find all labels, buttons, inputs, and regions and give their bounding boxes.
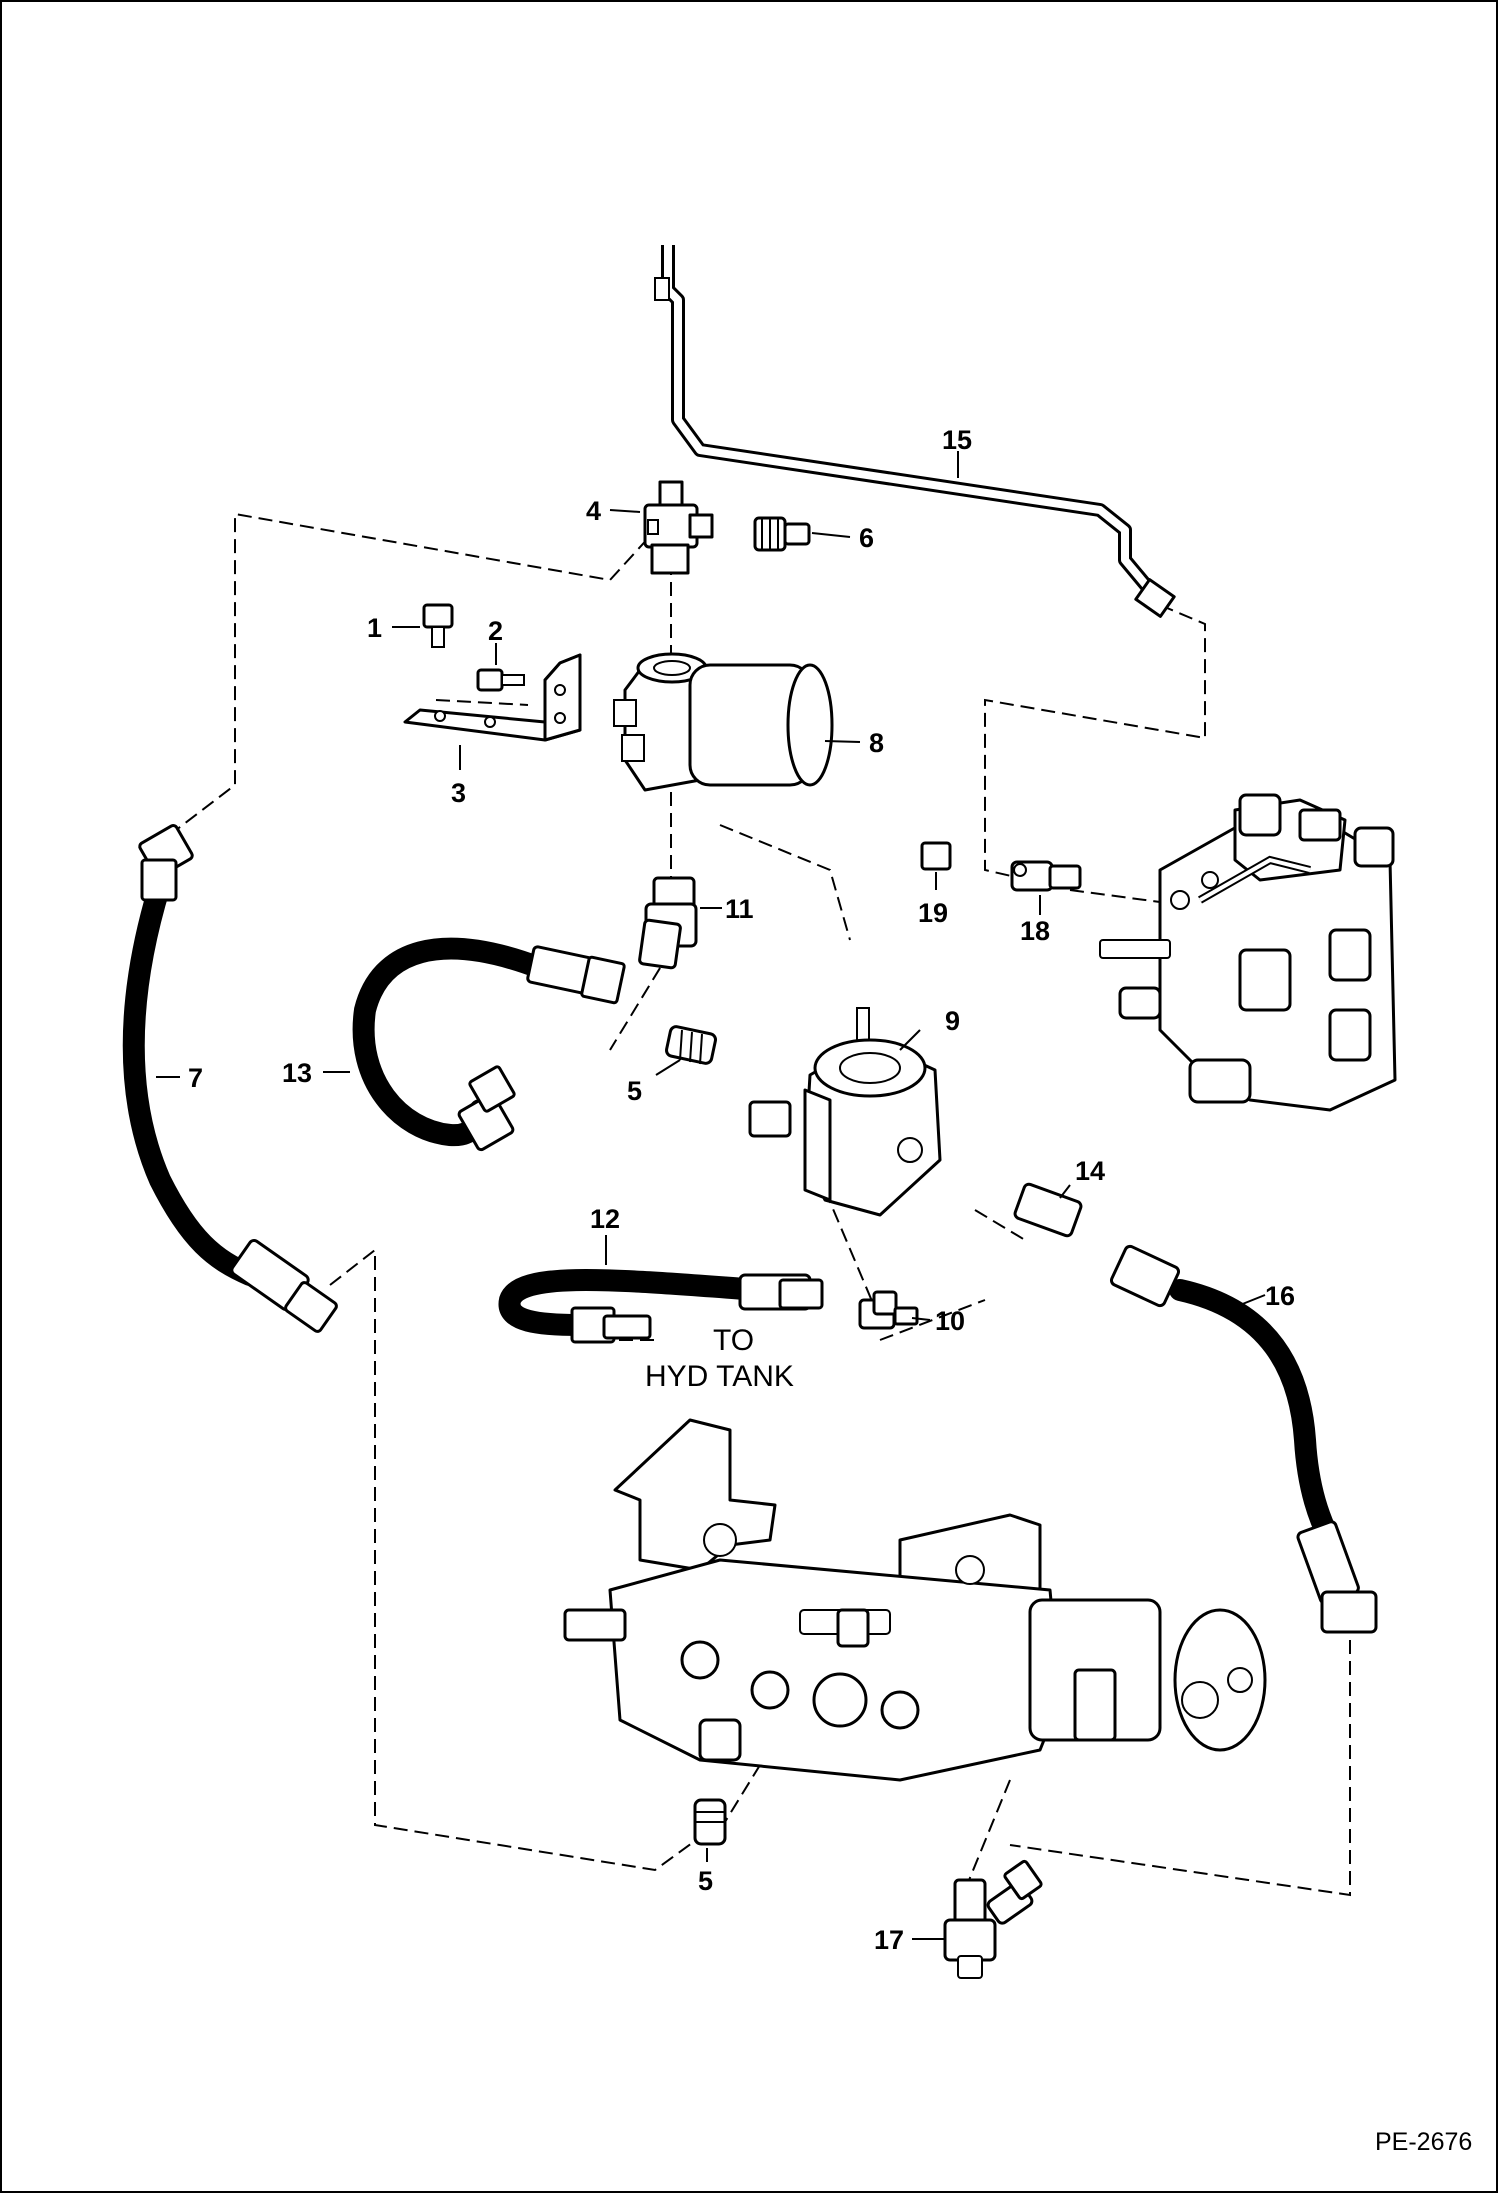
hyd-tank-note: TO HYD TANK (645, 1324, 794, 1393)
callout-5-lower: 5 (698, 1866, 713, 1896)
callout-12: 12 (590, 1204, 620, 1234)
drawing-reference: PE-2676 (1375, 2128, 1472, 2156)
hose-12 (498, 1269, 824, 1344)
screw-2 (476, 668, 525, 692)
tee-fitting-4 (643, 480, 714, 575)
callout-15: 15 (942, 425, 972, 455)
adapter-5-upper (665, 1025, 717, 1065)
note-line-1: TO (713, 1324, 754, 1357)
callout-numbers: 1 2 3 4 5 5 6 7 8 9 10 11 12 13 14 15 16… (188, 425, 1295, 1955)
elbow-fitting-11 (638, 876, 698, 970)
filter-8 (613, 652, 834, 792)
callout-2: 2 (488, 616, 503, 646)
hose-7 (122, 824, 338, 1333)
callout-17: 17 (874, 1925, 904, 1955)
callout-18: 18 (1020, 916, 1050, 946)
valve-fitting-18 (1010, 860, 1082, 892)
note-line-2: HYD TANK (645, 1360, 794, 1393)
callout-13: 13 (282, 1058, 312, 1088)
cap-19 (920, 841, 952, 871)
callout-6: 6 (859, 523, 874, 553)
leader-lines (156, 451, 1266, 1940)
hydrostatic-pump-assembly (563, 1418, 1267, 1782)
callout-19: 19 (918, 898, 948, 928)
callout-10: 10 (935, 1306, 965, 1336)
bolt-1 (422, 603, 454, 648)
callout-4: 4 (586, 496, 601, 526)
bracket-3 (403, 653, 582, 742)
elbow-10 (858, 1290, 919, 1330)
pump-9 (748, 1007, 942, 1217)
callout-14: 14 (1075, 1156, 1105, 1186)
callout-16: 16 (1265, 1281, 1295, 1311)
callout-1: 1 (367, 613, 382, 643)
callout-5-upper: 5 (627, 1076, 642, 1106)
adapter-14 (1013, 1182, 1083, 1238)
callout-3: 3 (451, 778, 466, 808)
hose-13 (352, 937, 626, 1152)
callout-8: 8 (869, 728, 884, 758)
callout-7: 7 (188, 1063, 203, 1093)
callout-11: 11 (725, 894, 754, 924)
control-valve-assembly (1099, 793, 1397, 1112)
tube-line-15 (654, 245, 1176, 618)
elbow-17 (943, 1859, 1043, 1979)
hose-16 (1109, 1244, 1378, 1634)
callout-9: 9 (945, 1006, 960, 1036)
plug-6 (753, 516, 811, 552)
adapter-5-lower (693, 1798, 727, 1846)
